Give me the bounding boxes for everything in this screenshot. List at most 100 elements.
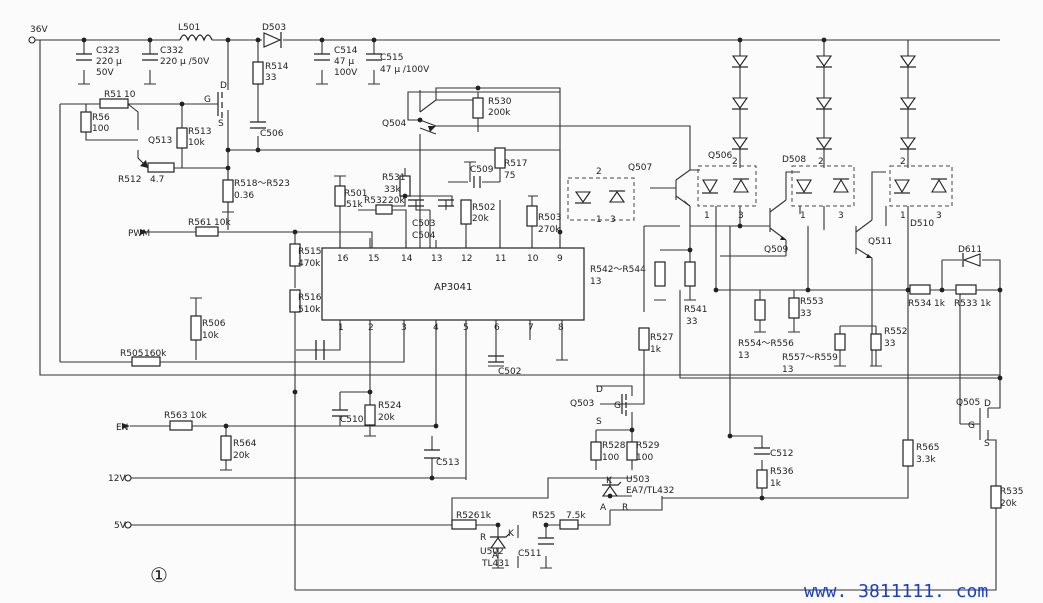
ground-ticks: [78, 83, 882, 569]
r56-body: [80, 111, 92, 133]
label-r561: R561: [188, 218, 211, 228]
label-q505: Q505: [956, 398, 980, 408]
r554-body: [754, 299, 766, 321]
r565-body: [902, 439, 914, 467]
label-c502: C502: [498, 367, 521, 377]
ic-pin-1: 1: [338, 323, 344, 333]
label-r506: R506: [202, 319, 226, 329]
label-r529-val: 100: [636, 453, 653, 463]
label-r514: R514: [265, 62, 289, 72]
label-r56: R56: [92, 113, 110, 123]
label-r542-val: 13: [590, 277, 601, 287]
r532-body: [375, 204, 393, 215]
r533-body: [955, 284, 977, 295]
label-r505-val: 160k: [144, 349, 167, 359]
label-r517-val: 75: [504, 171, 515, 181]
r502-body: [460, 199, 472, 225]
label-r528: R528: [602, 441, 626, 451]
label-c511: C511: [518, 549, 541, 559]
mark-r-u503: R: [622, 503, 628, 513]
r542-body-a: [654, 261, 666, 287]
label-d510: D510: [910, 219, 934, 229]
label-c504: C504: [412, 231, 436, 241]
label-r536-val: 1k: [770, 479, 782, 489]
r563-body: [169, 420, 193, 431]
label-r515-val: 470k: [298, 259, 321, 269]
r516-body: [289, 289, 301, 313]
mark-2-d508: 2: [818, 157, 824, 167]
label-r525-val: 7.5k: [566, 511, 586, 521]
label-r51-val: 10: [124, 90, 136, 100]
pkg-q506: [697, 165, 757, 207]
label-c506: C506: [260, 129, 284, 139]
resistors: [80, 61, 1002, 530]
ic-name: AP3041: [434, 282, 472, 293]
mark-k-u503: K: [606, 476, 613, 486]
wires: [34, 39, 1001, 591]
label-r502: R502: [472, 203, 495, 213]
mark-d-q503: D: [596, 385, 603, 395]
label-r56-val: 100: [92, 124, 109, 134]
label-c515: C515: [380, 53, 403, 63]
label-r531: R531: [382, 173, 405, 183]
label-c515-val: 47 μ /100V: [380, 65, 430, 75]
r552-body: [870, 333, 882, 351]
label-r529: R529: [636, 441, 660, 451]
label-r557-val: 13: [782, 365, 793, 375]
ic-pin-9: 9: [557, 254, 563, 264]
mark-d-q505: D: [984, 399, 991, 409]
label-pwm: PWM: [128, 229, 150, 239]
r530-body: [472, 97, 484, 119]
label-r518: R518～R523: [234, 179, 290, 189]
watermark-url: www. 3811111. com: [804, 581, 988, 602]
r515-body: [289, 243, 301, 267]
label-r552-val: 33: [884, 339, 895, 349]
inductor-l501: [179, 34, 213, 42]
label-c332-val: 220 μ /50V: [160, 57, 210, 67]
ic-pin-12: 12: [461, 254, 472, 264]
r526-body: [451, 519, 477, 530]
label-c332: C332: [160, 46, 183, 56]
label-r526: R526: [456, 511, 480, 521]
r542-body-b: [684, 261, 696, 287]
ic-pin-numbers: 16 15 14 13 12 11 10 9 1 2 3 4 5 6 7 8: [337, 254, 564, 333]
label-r514-val: 33: [265, 73, 276, 83]
label-36v: 36V: [30, 25, 48, 35]
label-r503-val: 270k: [538, 225, 561, 235]
ic-pin-5: 5: [463, 323, 469, 333]
junctions: [81, 37, 1003, 528]
label-r502-val: 20k: [472, 214, 489, 224]
ic-pin-15: 15: [368, 254, 379, 264]
label-r524-val: 20k: [378, 413, 395, 423]
label-l501: L501: [178, 23, 200, 33]
label-c323-volt: 50V: [96, 68, 114, 78]
label-r524: R524: [378, 401, 402, 411]
r557-body: [834, 333, 846, 351]
r518-body: [222, 179, 234, 203]
led-strings: [731, 55, 917, 150]
label-r535: R535: [1000, 487, 1023, 497]
r564-body: [220, 435, 232, 461]
mark-3-d508: 3: [838, 211, 844, 221]
led-string-3: [899, 55, 917, 150]
label-r565-val: 3.3k: [916, 455, 936, 465]
r514-body: [252, 61, 264, 85]
r503-body: [526, 205, 538, 227]
label-r532-val: 20k: [388, 196, 405, 206]
label-u502-val: TL431: [481, 559, 510, 569]
ic-pin-6: 6: [494, 323, 500, 333]
ic-pin-8: 8: [558, 323, 564, 333]
label-r541-val: 33: [686, 317, 697, 327]
label-c514: C514: [334, 46, 358, 56]
input-terminals: [28, 36, 148, 529]
label-r505: R505: [120, 349, 143, 359]
mark-3-q506: 3: [738, 211, 744, 221]
label-r513: R513: [188, 127, 211, 137]
label-q503: Q503: [570, 399, 594, 409]
bjt-arrows: [140, 126, 872, 258]
figure-number: ①: [150, 563, 168, 587]
ic-pin-stubs: [339, 240, 561, 248]
label-r534-val: 1k: [934, 299, 946, 309]
